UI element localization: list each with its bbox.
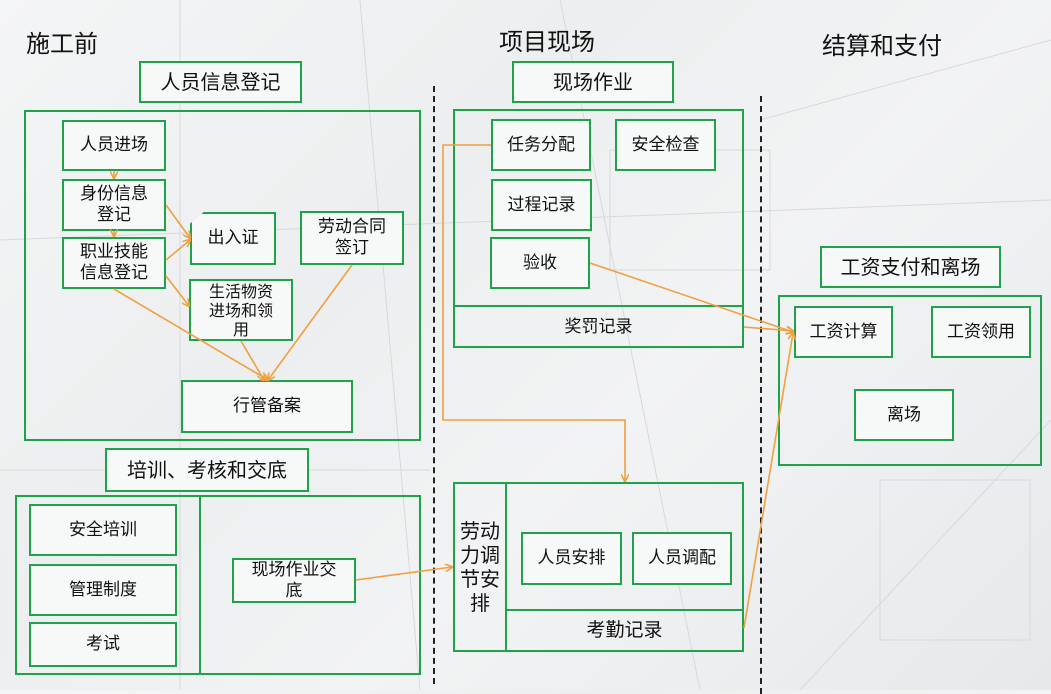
wage-receipt-box: 工资领用 <box>931 306 1031 358</box>
personnel-entry-box: 人员进场 <box>62 120 166 171</box>
skill-info-registration-box: 职业技能 信息登记 <box>62 237 166 289</box>
site-work-title: 现场作业 <box>512 61 674 103</box>
process-record-box: 过程记录 <box>491 179 592 231</box>
labor-adjustment-title: 劳动力调节安排 <box>460 519 500 615</box>
staff-arrangement-box: 人员安排 <box>521 532 622 585</box>
acceptance-box: 验收 <box>490 237 590 289</box>
wage-calc-box: 工资计算 <box>794 306 893 358</box>
heading-pre-construction: 施工前 <box>26 30 98 58</box>
id-info-registration-box: 身份信息 登记 <box>62 179 166 231</box>
reward-penalty-label: 奖罚记录 <box>564 316 633 337</box>
access-pass-box: 出入证 <box>190 212 276 265</box>
task-assignment-box: 任务分配 <box>491 119 591 171</box>
heading-settlement: 结算和支付 <box>822 32 942 60</box>
labor-adjustment-frame <box>453 482 744 652</box>
payment-title: 工资支付和离场 <box>820 246 1001 288</box>
training-divider <box>199 495 201 675</box>
attendance-label: 考勤记录 <box>586 619 663 641</box>
site-work-divider <box>453 305 744 307</box>
labor-adjustment-vdivider <box>505 482 507 652</box>
divider-right <box>760 96 762 694</box>
labor-contract-box: 劳动合同 签订 <box>300 211 404 265</box>
safety-training-box: 安全培训 <box>29 504 177 556</box>
training-frame <box>15 495 421 675</box>
training-title: 培训、考核和交底 <box>105 448 309 492</box>
personnel-registration-title: 人员信息登记 <box>139 61 302 103</box>
personnel-registration-frame <box>24 110 421 441</box>
supplies-box: 生活物资 进场和领 用 <box>189 279 293 341</box>
heading-project-site: 项目现场 <box>499 28 595 56</box>
labor-adjustment-hdivider <box>505 609 744 611</box>
exam-box: 考试 <box>29 622 177 667</box>
management-system-box: 管理制度 <box>29 564 177 616</box>
departure-box: 离场 <box>854 389 954 441</box>
divider-left <box>433 86 435 684</box>
admin-filing-box: 行管备案 <box>181 380 353 433</box>
safety-inspection-box: 安全检查 <box>615 119 716 171</box>
site-briefing-box: 现场作业交 底 <box>232 558 356 603</box>
staff-transfer-box: 人员调配 <box>632 532 732 585</box>
